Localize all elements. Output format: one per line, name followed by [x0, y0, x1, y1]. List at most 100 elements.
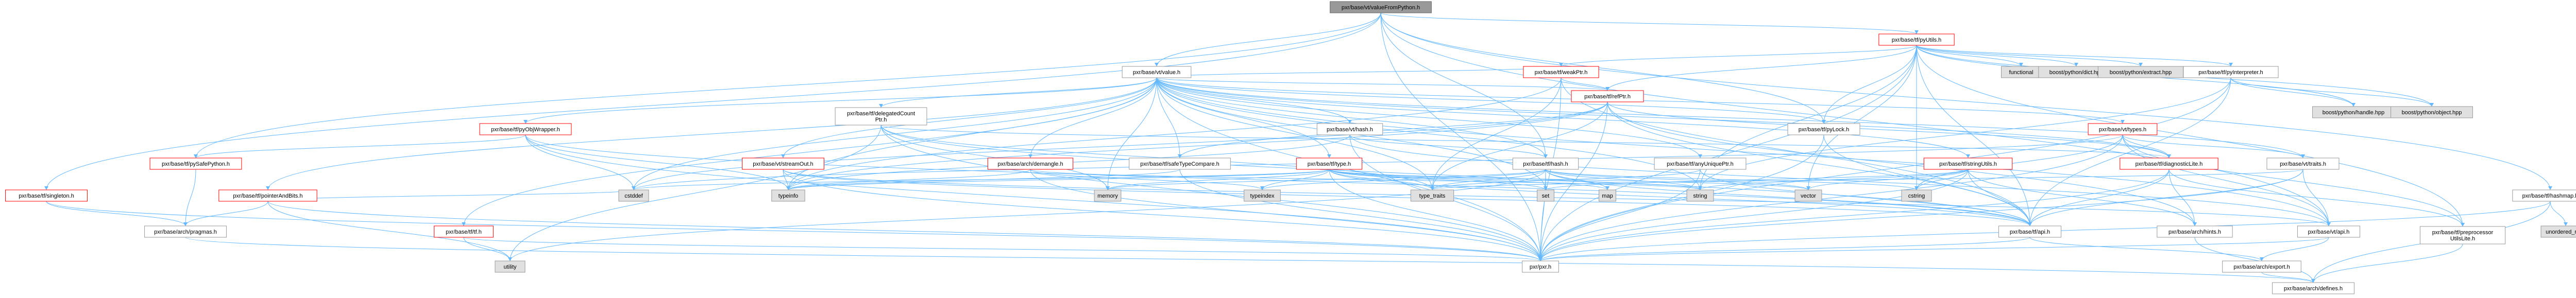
arrowhead-root-to-hashmap — [2548, 186, 2552, 190]
edge-vtTraits-to-pxr — [1540, 169, 2303, 261]
node-tfHash[interactable]: pxr/base/tf/hash.h — [1512, 157, 1579, 170]
node-pointerAndBits[interactable]: pxr/base/tf/pointerAndBits.h — [218, 189, 317, 202]
node-label-pragmas: pxr/base/arch/pragmas.h — [154, 229, 217, 235]
node-vtTraits[interactable]: pxr/base/vt/traits.h — [2266, 157, 2340, 170]
node-pySafePython[interactable]: pxr/base/tf/pySafePython.h — [149, 157, 242, 170]
edge-safeTypeCompare-to-pxr — [1179, 169, 1541, 261]
edge-pyInterp-to-tfApi — [2029, 77, 2231, 226]
node-pragmas[interactable]: pxr/base/arch/pragmas.h — [144, 225, 227, 238]
node-arDefines[interactable]: pxr/base/arch/defines.h — [2272, 282, 2354, 294]
node-box-cstddef — [618, 189, 649, 202]
edge-refPtr-to-cstddef — [633, 101, 1608, 190]
edge-tfApi-to-arExport — [2029, 237, 2262, 261]
node-label-memory: memory — [1097, 193, 1118, 199]
node-label-pointerAndBits: pxr/base/tf/pointerAndBits.h — [233, 193, 302, 199]
edge-singleton-to-pragmas — [46, 201, 186, 226]
edge-tfTf-to-pxr — [463, 237, 1541, 261]
node-label-bpDict: boost/python/dict.hpp — [2049, 69, 2104, 76]
node-refPtr[interactable]: pxr/base/tf/refPtr.h — [1571, 90, 1644, 102]
edge-root-to-pyUtils — [1380, 12, 1917, 34]
edge-arHints-to-arDefines — [2194, 237, 2314, 283]
node-vtApi[interactable]: pxr/base/vt/api.h — [2297, 225, 2361, 238]
node-label-cstring: cstring — [1908, 193, 1925, 199]
arrowhead-diagnosticLite-to-preprocUtilsLite — [2461, 223, 2465, 226]
node-stringUtils[interactable]: pxr/base/tf/stringUtils.h — [1923, 157, 2013, 170]
edges-layer — [44, 12, 2568, 283]
node-diagnosticLite[interactable]: pxr/base/tf/diagnosticLite.h — [2120, 157, 2218, 170]
node-label-weakPtr: pxr/base/tf/weakPtr.h — [1535, 69, 1588, 76]
edge-vtValue-to-anyUniquePtr — [1156, 77, 1701, 159]
node-arDemangle[interactable]: pxr/base/arch/demangle.h — [987, 157, 1074, 170]
node-label-delegatedCountPtr: Ptr.h — [875, 117, 887, 123]
edge-arDemangle-to-pxr — [1030, 169, 1541, 261]
node-singleton[interactable]: pxr/base/tf/singleton.h — [5, 189, 88, 202]
node-weakPtr[interactable]: pxr/base/tf/weakPtr.h — [1523, 66, 1599, 78]
node-box-arExport — [2222, 260, 2301, 273]
node-label-typeinfo: typeinfo — [778, 193, 799, 199]
arrowhead-pyUtils-to-bpDict — [2074, 63, 2078, 66]
edge-vtValue-to-tfHash — [1156, 77, 1546, 159]
edge-vtValue-to-arDemangle — [1030, 77, 1157, 159]
edge-refPtr-to-diagnosticLite — [1607, 101, 2170, 159]
node-pyInterp[interactable]: pxr/base/tf/pyInterpreter.h — [2183, 66, 2279, 78]
node-typeTraits: type_traits — [1410, 189, 1454, 202]
node-streamOut[interactable]: pxr/base/vt/streamOut.h — [742, 157, 824, 170]
node-pyObjWrapper[interactable]: pxr/base/tf/pyObjWrapper.h — [479, 123, 572, 135]
edge-pyUtils-to-weakPtr — [1561, 45, 1917, 67]
node-tfApi[interactable]: pxr/base/tf/api.h — [1998, 225, 2062, 238]
node-pyLock[interactable]: pxr/base/tf/pyLock.h — [1787, 123, 1860, 135]
arrowhead-tfHash-to-map — [1605, 186, 1609, 190]
node-label-vtApi: pxr/base/vt/api.h — [2308, 229, 2350, 235]
arrowhead-vtTypes-to-diagnosticLite — [2167, 154, 2171, 158]
node-map: map — [1599, 189, 1616, 202]
node-arHints[interactable]: pxr/base/arch/hints.h — [2157, 225, 2233, 238]
edge-pyUtils-to-pxr — [1540, 45, 1917, 261]
node-box-anyUniquePtr — [1654, 157, 1747, 170]
node-functional: functional — [2001, 66, 2041, 78]
edge-streamOut-to-tfApi — [783, 169, 2030, 226]
edge-root-to-vtValue — [1156, 12, 1381, 67]
node-label-bpObject: boost/python/object.hpp — [2402, 110, 2462, 116]
arrowhead-vtValue-to-weakPtr — [1559, 63, 1563, 66]
edge-tfHash-to-string — [1545, 169, 1701, 190]
edge-tfType-to-pxr — [1329, 169, 1541, 261]
arrowhead-root-to-singleton — [44, 186, 48, 190]
node-box-streamOut — [742, 157, 824, 170]
node-arExport[interactable]: pxr/base/arch/export.h — [2222, 260, 2301, 273]
node-vtValue[interactable]: pxr/base/vt/value.h — [1122, 66, 1192, 78]
node-pyUtils[interactable]: pxr/base/tf/pyUtils.h — [1878, 33, 1955, 46]
arrowhead-vtValue-to-arDemangle — [1028, 154, 1032, 158]
node-tfTf[interactable]: pxr/base/tf/tf.h — [434, 225, 494, 238]
node-label-functional: functional — [2009, 69, 2033, 76]
node-safeTypeCompare[interactable]: pxr/base/tf/safeTypeCompare.h — [1129, 157, 1231, 170]
arrowhead-vtValue-to-streamOut — [781, 154, 785, 158]
edge-pyInterp-to-bpHandle — [2230, 77, 2354, 107]
edge-tfType-to-cstddef — [633, 169, 1330, 190]
edge-pyUtils-to-tfApi — [1916, 45, 2030, 226]
node-box-pxr — [1522, 260, 1559, 273]
node-box-unorderedMap — [2540, 225, 2576, 238]
node-box-set — [1537, 189, 1554, 202]
edge-diagnosticLite-to-tfApi — [2029, 169, 2170, 226]
node-anyUniquePtr[interactable]: pxr/base/tf/anyUniquePtr.h — [1654, 157, 1747, 170]
node-box-tfType — [1296, 157, 1363, 170]
node-pxr[interactable]: pxr/pxr.h — [1522, 260, 1559, 273]
node-box-vtApi — [2297, 225, 2361, 238]
node-string: string — [1686, 189, 1714, 202]
edge-vtValue-to-refPtr — [1156, 77, 1608, 91]
node-hashmap[interactable]: pxr/base/tf/hashmap.h — [2512, 189, 2576, 202]
node-box-weakPtr — [1523, 66, 1599, 78]
node-label-typeTraits: type_traits — [1419, 193, 1446, 199]
node-vtTypes[interactable]: pxr/base/vt/types.h — [2088, 123, 2158, 135]
edge-pyUtils-to-bpExtract — [1916, 45, 2141, 67]
arrowhead-diagnosticLite-to-arHints — [2193, 222, 2197, 226]
arrowhead-vtTraits-to-vtApi — [2327, 222, 2331, 226]
node-box-safeTypeCompare — [1129, 157, 1231, 170]
edge-tfHash-to-vector — [1545, 169, 1809, 190]
arrowhead-root-to-pyUtils — [1914, 30, 1919, 34]
node-tfType[interactable]: pxr/base/tf/type.h — [1296, 157, 1363, 170]
arrowhead-vtValue-to-vtTypes — [2121, 120, 2125, 124]
node-vtHash[interactable]: pxr/base/vt/hash.h — [1316, 123, 1383, 135]
